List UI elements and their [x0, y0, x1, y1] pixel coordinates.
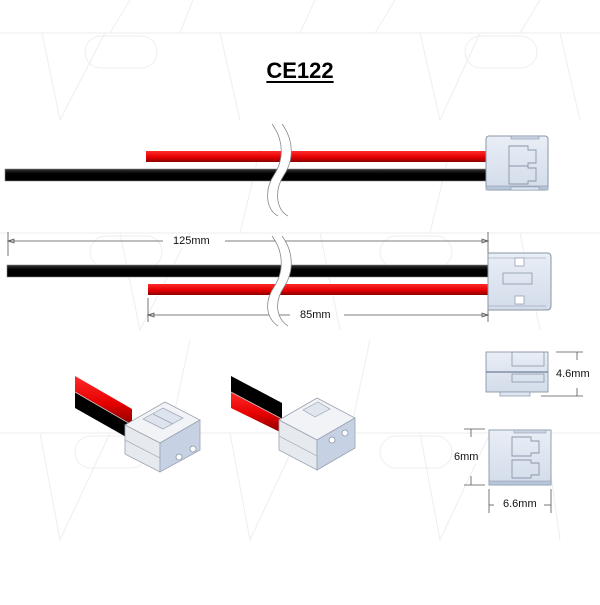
wire-break-symbol — [267, 123, 292, 217]
wire-assembly-top-view — [4, 123, 549, 217]
wire-assembly-side-view — [6, 232, 552, 327]
dimension-overall-length — [6, 232, 490, 256]
connector-isometric-front — [74, 376, 201, 473]
label-connector-face-height: 6mm — [454, 451, 479, 464]
connector-side — [487, 252, 552, 311]
red-wire — [146, 151, 490, 162]
label-connector-width: 6.6mm — [500, 498, 540, 511]
watermark-pattern — [0, 0, 600, 542]
label-red-wire-length: 85mm — [297, 309, 334, 322]
drawing-title: CE122 — [266, 58, 334, 83]
dimension-connector-width — [488, 489, 552, 513]
connector-front-face — [464, 428, 552, 513]
dimension-connector-face-height — [464, 428, 485, 486]
label-connector-height: 4.6mm — [556, 368, 590, 381]
black-wire — [4, 168, 491, 182]
label-overall-length: 125mm — [170, 235, 213, 248]
black-wire — [6, 264, 490, 278]
wire-break-symbol — [267, 235, 292, 327]
dimension-connector-height — [541, 351, 583, 397]
connector-top — [485, 135, 549, 191]
connector-side-profile — [485, 351, 583, 397]
red-wire — [148, 284, 489, 295]
connector-isometric-back — [230, 376, 356, 471]
